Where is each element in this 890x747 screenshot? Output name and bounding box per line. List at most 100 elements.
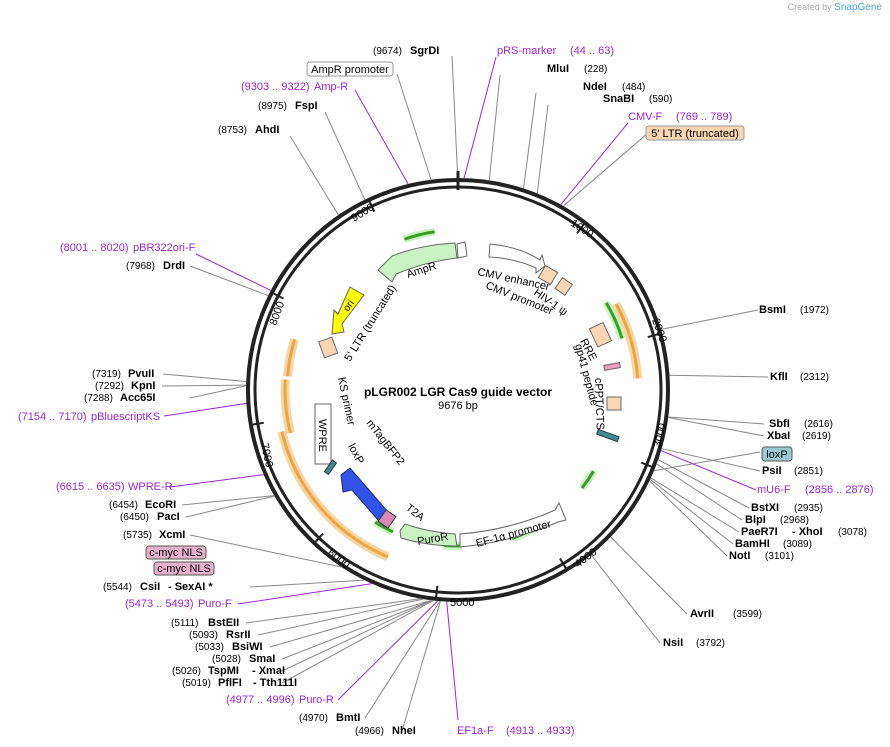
site-bmti: BmtI [336, 712, 360, 724]
site-ecori: EcoRI [145, 499, 176, 511]
leader-line-29 [161, 384, 247, 387]
leader-line-8 [661, 448, 761, 472]
ampr-shape [377, 242, 458, 283]
site-nhei: NheI [392, 725, 416, 737]
box-ampr-promoter [306, 61, 394, 77]
site-nsii-pos: (3792) [696, 638, 725, 649]
site-pflfi: PflFI [218, 677, 242, 689]
tick-marks [249, 171, 662, 600]
site-fspi-pos: (8975) [258, 101, 287, 112]
leader-line-38 [560, 122, 629, 205]
site-tth111i: - Tth111I [253, 677, 297, 689]
site-tspmi-pos: (5026) [172, 666, 201, 677]
leader-line-16 [401, 601, 441, 732]
green-arc-1 [604, 302, 624, 339]
loxp-left-shape [323, 459, 338, 476]
label-mtagbfp2: mTagBFP2 [364, 417, 407, 467]
site-nhei-pos: (4966) [355, 726, 384, 737]
leader-line-3 [536, 104, 549, 194]
site-mlui: MluI [547, 63, 569, 75]
leader-line-30 [162, 373, 247, 382]
leader-line-27 [181, 495, 275, 506]
feature-puro-f: Puro-F [198, 598, 232, 610]
ltr-left-shape [318, 336, 339, 359]
site-pflfi-pos: (5019) [182, 678, 211, 689]
feature-pbr322ori: pBR322ori-F [133, 242, 196, 254]
site-kpni: KpnI [131, 380, 155, 392]
leader-line-13 [649, 480, 728, 557]
site-kpni-pos: (7292) [95, 381, 124, 392]
feature-pbluescript: pBluescriptKS [91, 411, 160, 423]
leader-line-11 [650, 477, 740, 533]
snapgene-logo: SnapGene [834, 2, 882, 13]
rre-shape [588, 321, 613, 348]
leader-line-44 [337, 600, 439, 701]
leader-line-10 [656, 463, 743, 521]
site-noti-pos: (3101) [765, 551, 794, 562]
orange-arc-1 [280, 431, 389, 559]
site-xbai-pos: (2619) [802, 431, 831, 442]
site-bsiwi-pos: (5033) [195, 642, 224, 653]
feature-cmv-f: CMV-F [628, 111, 663, 123]
site-bstxi: BstXI [751, 502, 779, 514]
leader-line-23 [245, 598, 421, 624]
feature-puro-r-range: (4977 .. 4996) [226, 694, 295, 706]
leader-line-34 [396, 73, 432, 180]
label-cmyc-1: c-myc NLS [149, 547, 203, 559]
site-snabi: SnaBI [603, 93, 634, 105]
site-ecori-pos: (6454) [109, 500, 138, 511]
site-pvuii: PvuII [128, 368, 154, 380]
leader-line-39 [195, 253, 272, 291]
feature-pbr322ori-range: (8001 .. 8020) [60, 242, 129, 254]
site-smai: SmaI [249, 653, 275, 665]
site-xhoi-pos: (3078) [838, 527, 867, 538]
nls-shape [377, 509, 397, 529]
leader-line-36 [463, 56, 497, 179]
site-sexai: - SexAI * [168, 581, 213, 593]
leader-line-15 [590, 554, 661, 644]
tick-mark-2 [647, 332, 662, 339]
leader-lines [161, 55, 769, 732]
tick-mark-1 [576, 221, 587, 234]
label-ori: ori [341, 298, 356, 313]
leader-line-45 [446, 601, 459, 721]
label-ampr-promoter: AmpR promoter [311, 64, 389, 76]
site-bamhi-pos: (3089) [783, 539, 812, 550]
site-fspi: FspI [295, 100, 318, 112]
tick-7000: 7000 [258, 442, 275, 468]
gp41-shape [603, 362, 621, 371]
loxp-right-shape [595, 428, 620, 443]
leader-line-24 [249, 579, 365, 588]
label-cppt: cPPT/CTS [592, 378, 606, 430]
leader-line-12 [649, 478, 734, 545]
tick-mark-9 [367, 198, 376, 213]
tick-mark-7 [249, 421, 264, 427]
site-csii-pos: (5544) [103, 582, 132, 593]
leader-line-6 [668, 416, 765, 425]
site-mlui-pos: (228) [584, 64, 607, 75]
tick-mark-3 [640, 461, 655, 469]
feature-cmv-f-range: (769 .. 789) [676, 111, 732, 123]
site-bsteii: BstEII [208, 617, 239, 629]
leader-line-33 [324, 111, 366, 200]
site-pvuii-pos: (7319) [92, 369, 121, 380]
site-bstxi-pos: (2935) [794, 503, 823, 514]
feature-ef1a-f-range: (4913 .. 4933) [506, 725, 575, 737]
site-xcmi-pos: (5735) [123, 530, 152, 541]
site-drdi-pos: (7968) [126, 261, 155, 272]
feature-ef1a-f: EF1a-F [457, 725, 494, 737]
site-bsteii-pos: (5111) [171, 618, 198, 629]
site-psii-pos: (2851) [794, 466, 823, 477]
leader-line-25 [189, 534, 342, 568]
orange-arc-2 [283, 379, 292, 434]
site-sbfi: SbfI [769, 418, 790, 430]
site-ahdi-pos: (8753) [218, 125, 247, 136]
leader-line-37 [354, 89, 409, 185]
orange-arc-3 [286, 338, 297, 377]
plasmid-length: 9676 bp [438, 400, 478, 412]
site-paci-pos: (6450) [120, 512, 149, 523]
label-loxp-box: loxP [766, 449, 787, 461]
feature-wpre-r-range: (6615 .. 6635) [56, 481, 125, 493]
feature-mu6-f-range: (2856 .. 2876) [805, 484, 874, 496]
